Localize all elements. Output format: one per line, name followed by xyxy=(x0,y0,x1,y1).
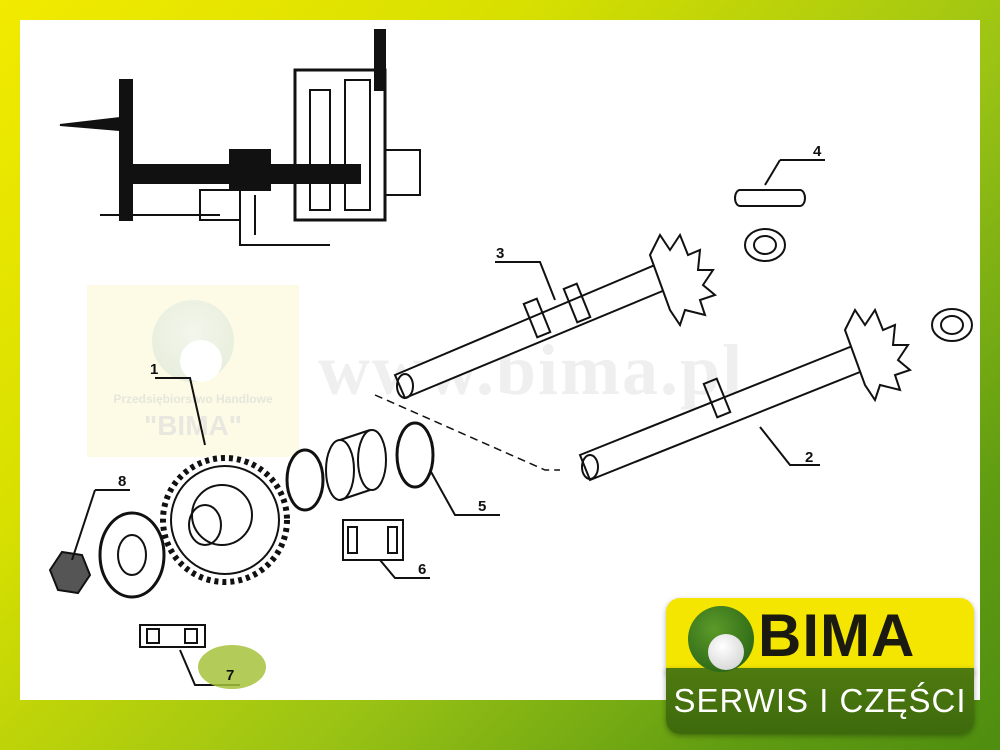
label-part-4: 4 xyxy=(813,143,822,160)
needle-bearing xyxy=(931,308,973,342)
label-part-1: 1 xyxy=(150,361,158,378)
part-5-snap-ring xyxy=(395,421,435,489)
highlight-label-7 xyxy=(198,645,266,689)
ball-bearing xyxy=(98,511,166,599)
part-8-nut xyxy=(48,550,92,595)
label-part-2: 2 xyxy=(805,449,813,466)
watermark-brand: "BIMA" xyxy=(143,410,243,441)
gearbox-overview-sketch xyxy=(59,29,421,246)
logo-tagline: SERWIS I CZĘŚCI xyxy=(673,682,967,719)
part-7-spacer xyxy=(139,624,206,648)
part-6-spacer xyxy=(342,519,404,561)
label-part-8: 8 xyxy=(118,473,126,490)
logo-green-band xyxy=(666,668,974,734)
logo-name: BIMA xyxy=(758,602,916,669)
label-part-7: 7 xyxy=(226,667,234,684)
part-4-pin-and-bearing xyxy=(734,189,806,262)
part-2-shaft xyxy=(578,307,913,482)
bima-logo: BIMA SERWIS I CZĘŚCI xyxy=(666,598,974,734)
label-part-5: 5 xyxy=(478,498,486,515)
logo-ball-highlight-icon xyxy=(708,634,744,670)
label-part-6: 6 xyxy=(418,561,426,578)
part-3-shaft xyxy=(393,232,718,400)
label-part-3: 3 xyxy=(496,245,504,262)
part-1-gear xyxy=(160,455,290,585)
sleeve-bearing xyxy=(325,429,387,501)
watermark-company: Przedsiębiorstwo Handlowe xyxy=(113,392,273,406)
part-5-snap-ring-small xyxy=(285,448,325,512)
watermark-logo-ball-highlight xyxy=(180,340,222,382)
